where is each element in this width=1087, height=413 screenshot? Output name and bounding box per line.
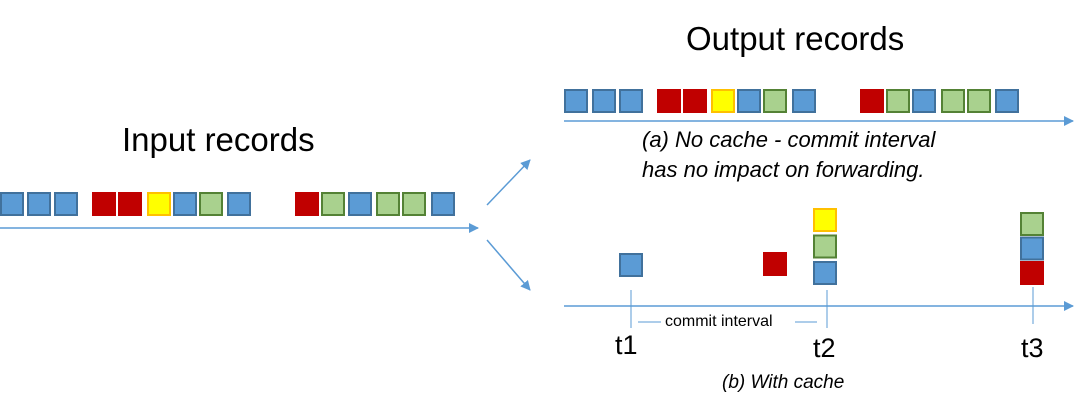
cached-record-yellow	[813, 208, 837, 232]
no-cache-record-green	[967, 89, 991, 113]
input-record-green	[321, 192, 345, 216]
cached-record-green	[813, 234, 837, 259]
commit-label-t2: t2	[813, 333, 836, 363]
input-record-blue	[348, 192, 372, 216]
no-cache-record-blue	[995, 89, 1019, 113]
input-record-blue	[431, 192, 455, 216]
input-record-red	[118, 192, 142, 216]
no-cache-record-blue	[592, 89, 616, 113]
no-cache-record-red	[657, 89, 681, 113]
no-cache-record-blue	[792, 89, 816, 113]
input-record-green	[199, 192, 223, 216]
cached-record-blue	[813, 261, 837, 285]
no-cache-record-green	[763, 89, 787, 113]
cached-record-red	[763, 252, 787, 276]
no-cache-record-green	[941, 89, 965, 113]
no-cache-caption-line2: has no impact on forwarding.	[642, 157, 925, 182]
with-cache-caption: (b) With cache	[722, 372, 845, 393]
input-record-red	[92, 192, 116, 216]
no-cache-record-blue	[912, 89, 936, 113]
cached-record-red	[1020, 261, 1044, 285]
no-cache-caption-line1: (a) No cache - commit interval	[642, 127, 936, 152]
input-record-green	[402, 192, 426, 216]
input-records-title: Input records	[122, 121, 315, 158]
no-cache-record-yellow	[711, 89, 735, 113]
cached-record-blue	[619, 253, 643, 277]
commit-interval-label: commit interval	[665, 313, 773, 330]
no-cache-record-green	[886, 89, 910, 113]
no-cache-record-red	[683, 89, 707, 113]
branch-arrow-down	[486, 239, 531, 291]
input-record-blue	[27, 192, 51, 216]
no-cache-record-blue	[564, 89, 588, 113]
input-record-blue	[227, 192, 251, 216]
input-record-green	[376, 192, 400, 216]
cached-record-green	[1020, 212, 1044, 236]
no-cache-record-red	[860, 89, 884, 113]
no-cache-record-blue	[737, 89, 761, 113]
input-record-red	[295, 192, 319, 216]
cached-record-blue	[1020, 236, 1044, 261]
no-cache-record-blue	[619, 89, 643, 113]
commit-label-t3: t3	[1021, 333, 1044, 363]
input-record-blue	[0, 192, 24, 216]
output-records-title: Output records	[686, 20, 905, 57]
input-record-blue	[173, 192, 197, 216]
input-record-blue	[54, 192, 78, 216]
branch-arrow-up	[486, 159, 531, 206]
commit-label-t1: t1	[615, 330, 638, 360]
input-record-yellow	[147, 192, 171, 216]
